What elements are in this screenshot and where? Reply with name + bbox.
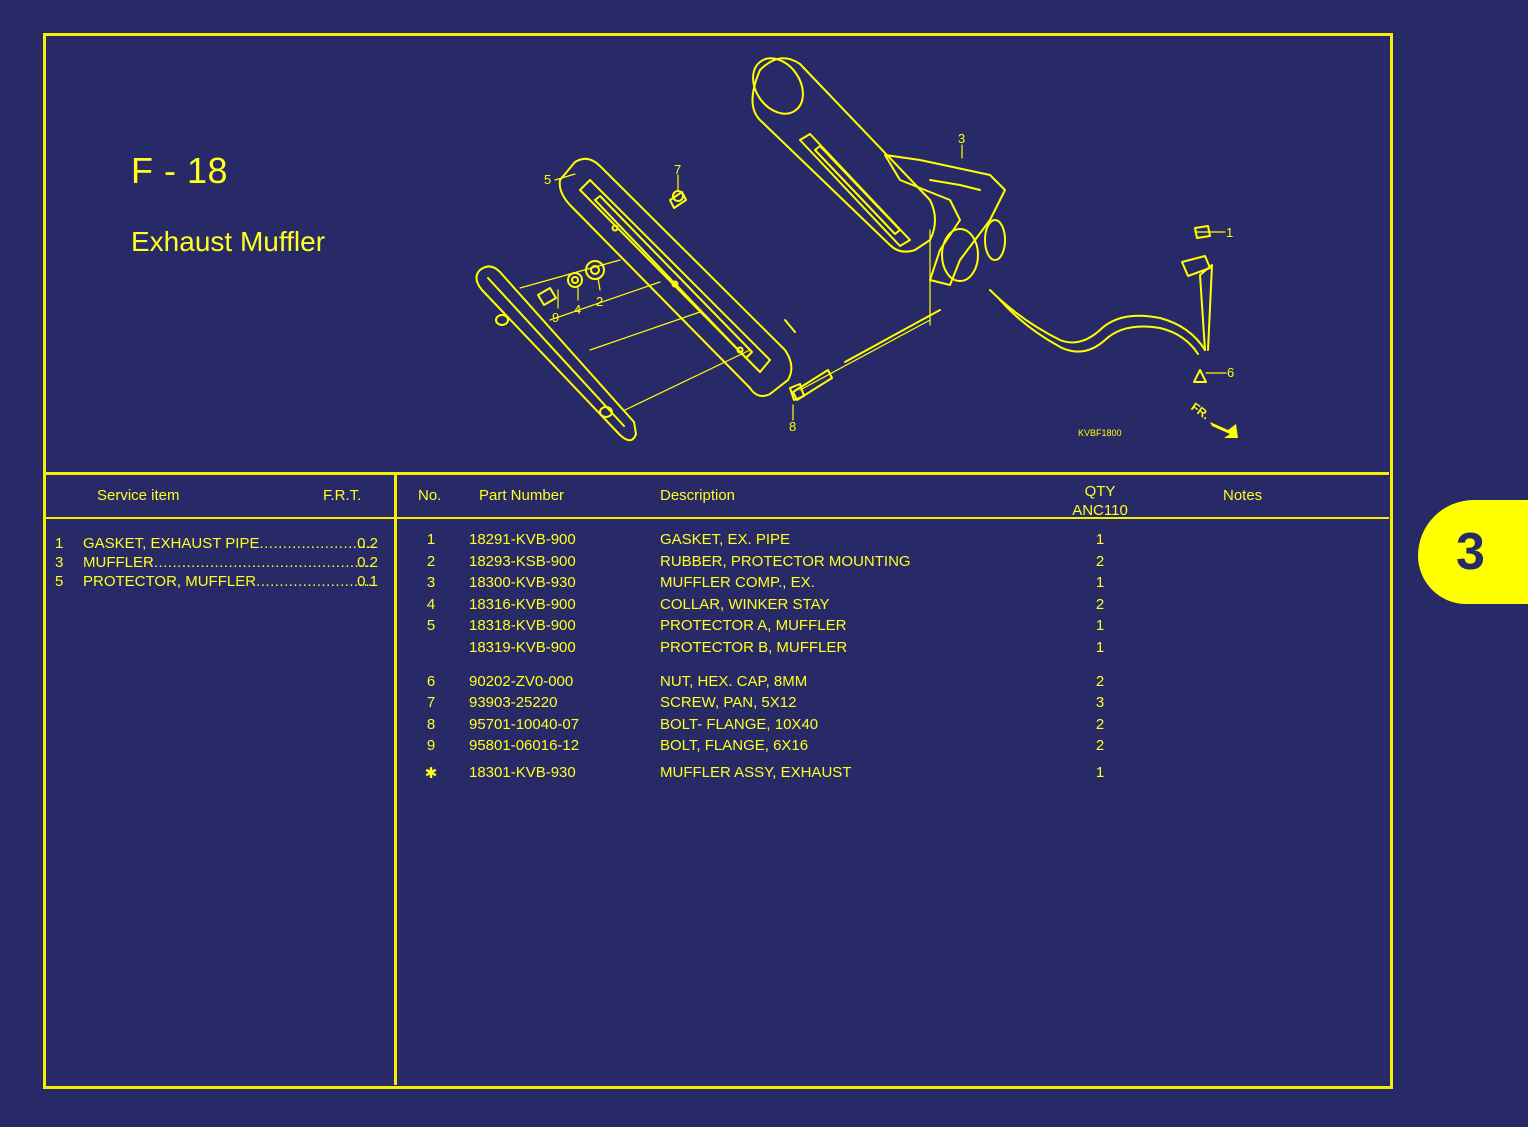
cell-qty: 2 <box>1095 737 1105 754</box>
cell-part-number: 93903-25220 <box>469 694 558 711</box>
cell-part-number: 18300-KVB-930 <box>469 574 576 591</box>
cell-description: MUFFLER ASSY, EXHAUST <box>660 764 852 781</box>
service-row-no: 3 <box>55 554 64 571</box>
cell-no: 2 <box>426 553 436 570</box>
cell-part-number: 18316-KVB-900 <box>469 596 576 613</box>
figure-code: KVBF1800 <box>1078 428 1122 438</box>
protector-b-shape <box>475 265 637 442</box>
service-row-frt: 0.2 <box>357 554 378 571</box>
service-row-item-wrap: MUFFLER.................................… <box>83 554 375 571</box>
cell-part-number: 18318-KVB-900 <box>469 617 576 634</box>
page-title: Exhaust Muffler <box>131 226 326 257</box>
cell-no: 6 <box>426 673 436 690</box>
divider <box>45 472 1389 475</box>
cell-description: RUBBER, PROTECTOR MOUNTING <box>660 553 911 570</box>
callout-8: 8 <box>789 419 796 434</box>
cell-no: 9 <box>426 737 436 754</box>
cell-part-number: 18291-KVB-900 <box>469 531 576 548</box>
service-row-item: MUFFLER <box>83 554 154 571</box>
cell-description: PROTECTOR B, MUFFLER <box>660 639 848 656</box>
service-row: 5 PROTECTOR, MUFFLER....................… <box>55 573 380 591</box>
cell-part-number: 90202-ZV0-000 <box>469 673 574 690</box>
service-row: 1 GASKET, EXHAUST PIPE..................… <box>55 535 380 553</box>
cell-description: MUFFLER COMP., EX. <box>660 574 815 591</box>
cell-qty: 1 <box>1095 639 1105 656</box>
leader-lines <box>554 144 1227 421</box>
cell-qty: 1 <box>1095 574 1105 591</box>
cell-qty: 2 <box>1095 596 1105 613</box>
cell-description: PROTECTOR A, MUFFLER <box>660 617 847 634</box>
header-frt: F.R.T. <box>323 487 362 504</box>
page-code: F - 18 <box>131 150 229 191</box>
service-row-frt: 0.1 <box>357 573 378 590</box>
header-no: No. <box>418 487 442 504</box>
cell-part-number: 18319-KVB-900 <box>469 639 576 656</box>
cell-qty: 2 <box>1095 553 1105 570</box>
callout-7: 7 <box>674 162 681 177</box>
header-service-item: Service item <box>97 487 180 504</box>
divider <box>45 517 1389 519</box>
fasteners <box>537 190 687 306</box>
cell-no: 4 <box>426 596 436 613</box>
cell-description: GASKET, EX. PIPE <box>660 531 791 548</box>
cell-no: 8 <box>426 716 436 733</box>
divider <box>394 474 397 1085</box>
cell-no: 7 <box>426 694 436 711</box>
cell-no: 3 <box>426 574 436 591</box>
service-row-item: PROTECTOR, MUFFLER <box>83 573 257 590</box>
cell-part-number: 95801-06016-12 <box>469 737 580 754</box>
service-row-no: 5 <box>55 573 64 590</box>
callout-6: 6 <box>1227 365 1234 380</box>
cell-qty: 1 <box>1095 531 1105 548</box>
alignment-lines <box>519 229 931 411</box>
service-row-item-wrap: PROTECTOR, MUFFLER......................… <box>83 573 375 590</box>
header-model: ANC110 <box>1072 502 1128 519</box>
cell-qty: 2 <box>1095 716 1105 733</box>
callout-1: 1 <box>1226 225 1233 240</box>
header-notes: Notes <box>1223 487 1263 504</box>
cell-description: BOLT, FLANGE, 6X16 <box>660 737 809 754</box>
section-tab-number: 3 <box>1456 523 1485 581</box>
callout-4: 4 <box>574 302 581 317</box>
cell-description: NUT, HEX. CAP, 8MM <box>660 673 808 690</box>
service-row-frt: 0.2 <box>357 535 378 552</box>
cell-no: ✱ <box>424 765 438 782</box>
cell-qty: 3 <box>1095 694 1105 711</box>
service-row-item: GASKET, EXHAUST PIPE <box>83 535 260 552</box>
bolt-8-shape <box>789 309 941 401</box>
cell-part-number: 18293-KSB-900 <box>469 553 576 570</box>
service-row: 3 MUFFLER...............................… <box>55 554 380 572</box>
cell-part-number: 18301-KVB-930 <box>469 764 576 781</box>
cell-qty: 1 <box>1095 617 1105 634</box>
service-row-no: 1 <box>55 535 64 552</box>
protector-a-shape <box>558 157 796 397</box>
callout-3: 3 <box>958 131 965 146</box>
cell-no: 1 <box>426 531 436 548</box>
cell-part-number: 95701-10040-07 <box>469 716 580 733</box>
fr-arrow <box>1210 422 1238 438</box>
cell-description: COLLAR, WINKER STAY <box>660 596 830 613</box>
header-part-number: Part Number <box>479 487 565 504</box>
exploded-diagram: 5 7 3 1 9 4 2 8 6 KVBF1800 FR. <box>475 57 1238 442</box>
muffler-shape <box>751 57 1213 383</box>
section-tab[interactable] <box>1418 500 1528 604</box>
service-row-item-wrap: GASKET, EXHAUST PIPE....................… <box>83 535 375 552</box>
callout-2: 2 <box>596 294 603 309</box>
cell-qty: 2 <box>1095 673 1105 690</box>
header-description: Description <box>660 487 736 504</box>
cell-no: 5 <box>426 617 436 634</box>
header-qty: QTY <box>1084 483 1116 500</box>
callout-9: 9 <box>552 310 559 325</box>
callout-5: 5 <box>544 172 551 187</box>
cell-description: SCREW, PAN, 5X12 <box>660 694 797 711</box>
cell-description: BOLT- FLANGE, 10X40 <box>660 716 819 733</box>
cell-qty: 1 <box>1095 764 1105 781</box>
direction-label: FR. <box>1188 400 1212 423</box>
page-frame <box>43 33 1393 1089</box>
